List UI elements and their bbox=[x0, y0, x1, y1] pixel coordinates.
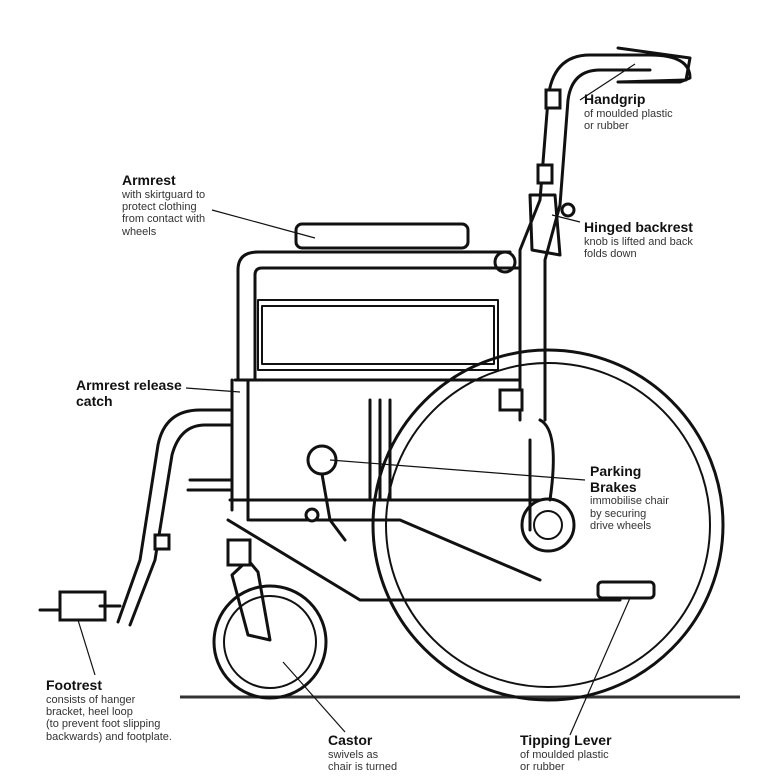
handgrip-title: Handgrip bbox=[584, 91, 646, 107]
hinged-backrest-description: knob is lifted and back folds down bbox=[584, 236, 693, 261]
footrest-assembly bbox=[38, 408, 234, 627]
footrest-line: bracket, heel loop bbox=[46, 705, 133, 718]
armrest-line: from contact with bbox=[122, 213, 206, 226]
armrest-line: wheels bbox=[122, 225, 157, 238]
footrest-description: consists of hanger bracket, heel loop (t… bbox=[46, 694, 172, 743]
leader-castor bbox=[282, 661, 346, 733]
armrest-description: with skirtguard to protect clothing from… bbox=[122, 189, 205, 238]
castor-title: Castor bbox=[328, 732, 373, 748]
leader-handgrip bbox=[579, 63, 636, 101]
label-hinged-backrest: Hinged backrest knob is lifted and back … bbox=[584, 219, 693, 261]
label-parking-brakes: Parking Brakes immobilise chair by secur… bbox=[590, 463, 669, 532]
handgrip-line: or rubber bbox=[584, 119, 629, 132]
parking-brakes-line: drive wheels bbox=[590, 519, 652, 532]
castor-description: swivels as chair is turned bbox=[328, 749, 397, 774]
label-castor: Castor swivels as chair is turned bbox=[328, 732, 397, 774]
parking-brakes-title: Parking bbox=[590, 463, 642, 479]
tipping-lever-line: of moulded plastic bbox=[520, 748, 609, 761]
seat-frame bbox=[226, 222, 622, 602]
footrest-line: consists of hanger bbox=[46, 693, 136, 706]
armrest-title: Armrest bbox=[122, 172, 176, 188]
rear-wheel bbox=[371, 348, 725, 702]
parking-brake bbox=[304, 444, 347, 542]
leader-armrest bbox=[211, 209, 316, 239]
castor-line: swivels as bbox=[328, 748, 379, 761]
parking-brakes-line: immobilise chair bbox=[590, 495, 669, 508]
label-armrest: Armrest with skirtguard to protect cloth… bbox=[122, 172, 205, 238]
armrest-release-title: catch bbox=[76, 392, 113, 409]
footrest-title: Footrest bbox=[46, 677, 102, 693]
armrest-release-title: Armrest release bbox=[76, 377, 182, 393]
leader-tipping-lever bbox=[569, 597, 631, 736]
tipping-lever-line: or rubber bbox=[520, 760, 565, 773]
tipping-lever-title: Tipping Lever bbox=[520, 732, 612, 748]
leader-footrest bbox=[77, 619, 96, 676]
hinged-backrest-title: Hinged backrest bbox=[584, 219, 693, 235]
hinged-backrest-line: folds down bbox=[584, 247, 637, 260]
footrest-line: (to prevent foot slipping bbox=[46, 718, 161, 731]
label-tipping-lever: Tipping Lever of moulded plastic or rubb… bbox=[520, 732, 612, 774]
parking-brakes-title: Brakes bbox=[590, 478, 637, 495]
armrest-line: protect clothing bbox=[122, 200, 197, 213]
handgrip-description: of moulded plastic or rubber bbox=[584, 108, 673, 133]
label-handgrip: Handgrip of moulded plastic or rubber bbox=[584, 91, 673, 133]
label-armrest-release: Armrest release catch bbox=[76, 377, 182, 409]
tipping-lever bbox=[596, 580, 656, 600]
parking-brakes-line: by securing bbox=[590, 507, 647, 520]
armrest-line: with skirtguard to bbox=[122, 188, 206, 201]
leader-armrest-release bbox=[185, 387, 241, 393]
castor-line: chair is turned bbox=[328, 760, 398, 773]
castor-wheel bbox=[212, 538, 328, 700]
leader-hinged-backrest bbox=[551, 214, 581, 223]
hinged-backrest-line: knob is lifted and back bbox=[584, 235, 693, 248]
leader-parking-brakes bbox=[329, 459, 586, 481]
label-footrest: Footrest consists of hanger bracket, hee… bbox=[46, 677, 172, 743]
footrest-line: backwards) and footplate. bbox=[46, 730, 172, 743]
handgrip-line: of moulded plastic bbox=[584, 107, 673, 120]
backrest-frame bbox=[493, 46, 692, 422]
parking-brakes-description: immobilise chair by securing drive wheel… bbox=[590, 495, 669, 532]
tipping-lever-description: of moulded plastic or rubber bbox=[520, 749, 612, 774]
